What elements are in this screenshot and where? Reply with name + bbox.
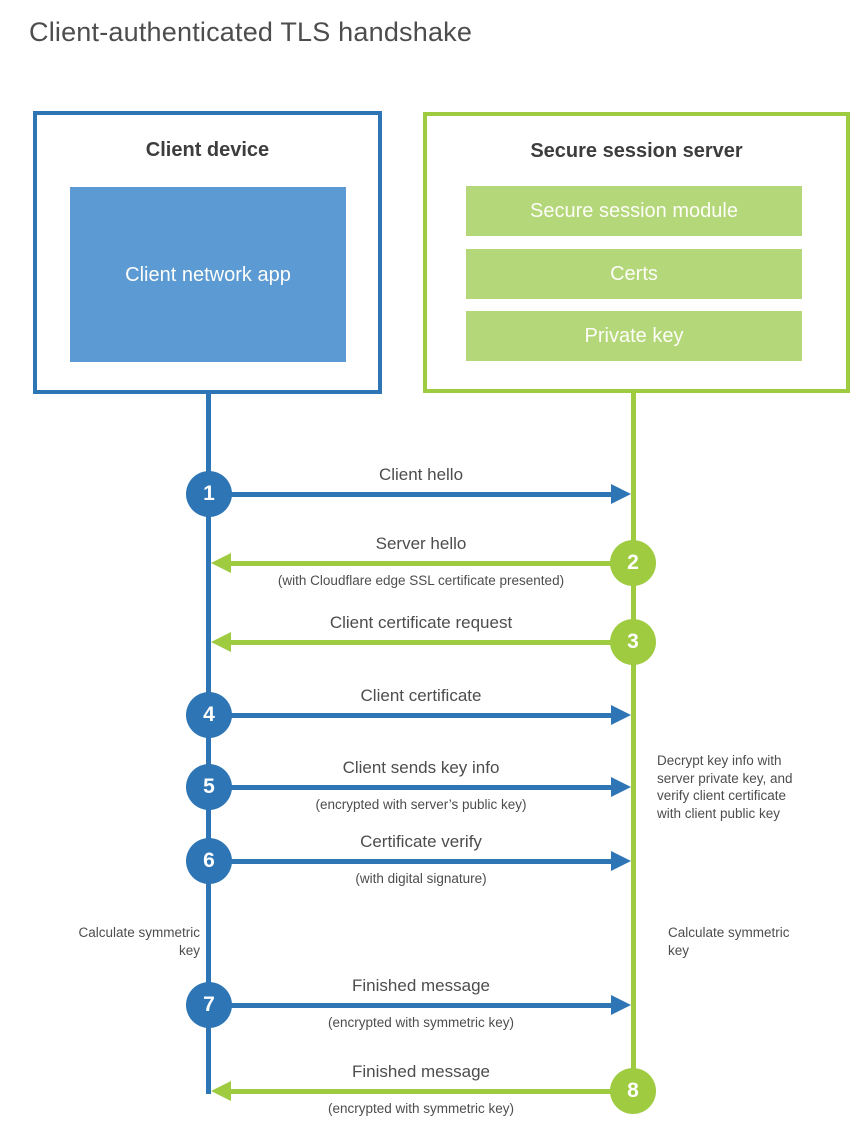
server-module-private-key: Private key: [466, 311, 802, 361]
client-device-title: Client device: [145, 139, 270, 161]
step-5-arrowhead-icon: [611, 777, 631, 797]
step-7-arrowhead-icon: [611, 995, 631, 1015]
client-lifeline: [206, 394, 211, 1094]
calculate-symmetric-key-note-client: Calculate symmetric key: [78, 925, 200, 958]
client-network-app-box: Client network app: [70, 187, 346, 362]
step-8-arrowhead-icon: [211, 1081, 231, 1101]
step-6-arrow: [231, 859, 611, 864]
step-8-number-badge: 8: [610, 1068, 656, 1114]
step-6-label: Certificate verify: [360, 832, 482, 851]
step-5-arrow: [231, 785, 611, 790]
step-5-number-badge: 5: [186, 764, 232, 810]
step-1-arrowhead-icon: [611, 484, 631, 504]
step-8-arrow: [231, 1089, 611, 1094]
step-1-number-badge: 1: [186, 471, 232, 517]
step-6-number-badge: 6: [186, 838, 232, 884]
step-1-arrow: [231, 492, 611, 497]
step-7-number-badge: 7: [186, 982, 232, 1028]
step-8-sublabel: (encrypted with symmetric key): [327, 1101, 515, 1116]
step-7-arrow: [231, 1003, 611, 1008]
step-6-arrowhead-icon: [611, 851, 631, 871]
decrypt-note: Decrypt key info with server private key…: [657, 753, 793, 821]
calculate-symmetric-key-note-server: Calculate symmetric key: [668, 925, 790, 958]
server-lifeline: [631, 393, 636, 1093]
step-2-arrow: [231, 561, 611, 566]
step-3-arrowhead-icon: [211, 632, 231, 652]
client-network-app-label: Client network app: [125, 263, 291, 286]
step-4-number-badge: 4: [186, 692, 232, 738]
step-1-label: Client hello: [378, 465, 464, 484]
step-5-sublabel: (encrypted with server’s public key): [315, 797, 527, 812]
step-7-sublabel: (encrypted with symmetric key): [327, 1015, 515, 1030]
step-8-label: Finished message: [352, 1062, 490, 1081]
step-4-arrowhead-icon: [611, 705, 631, 725]
page-title: Client-authenticated TLS handshake: [29, 17, 473, 47]
step-3-label: Client certificate request: [329, 613, 513, 632]
step-6-sublabel: (with digital signature): [355, 871, 487, 886]
step-3-number-badge: 3: [610, 619, 656, 665]
step-7-label: Finished message: [352, 976, 490, 995]
step-4-arrow: [231, 713, 611, 718]
server-module-secure-session-module: Secure session module: [466, 186, 802, 236]
step-5-label: Client sends key info: [342, 758, 500, 777]
step-2-number-badge: 2: [610, 540, 656, 586]
step-2-sublabel: (with Cloudflare edge SSL certificate pr…: [277, 573, 565, 588]
secure-session-server-title: Secure session server: [530, 140, 743, 162]
step-3-arrow: [231, 640, 611, 645]
step-4-label: Client certificate: [360, 686, 482, 705]
server-module-certs: Certs: [466, 249, 802, 299]
step-2-label: Server hello: [375, 534, 467, 553]
step-2-arrowhead-icon: [211, 553, 231, 573]
